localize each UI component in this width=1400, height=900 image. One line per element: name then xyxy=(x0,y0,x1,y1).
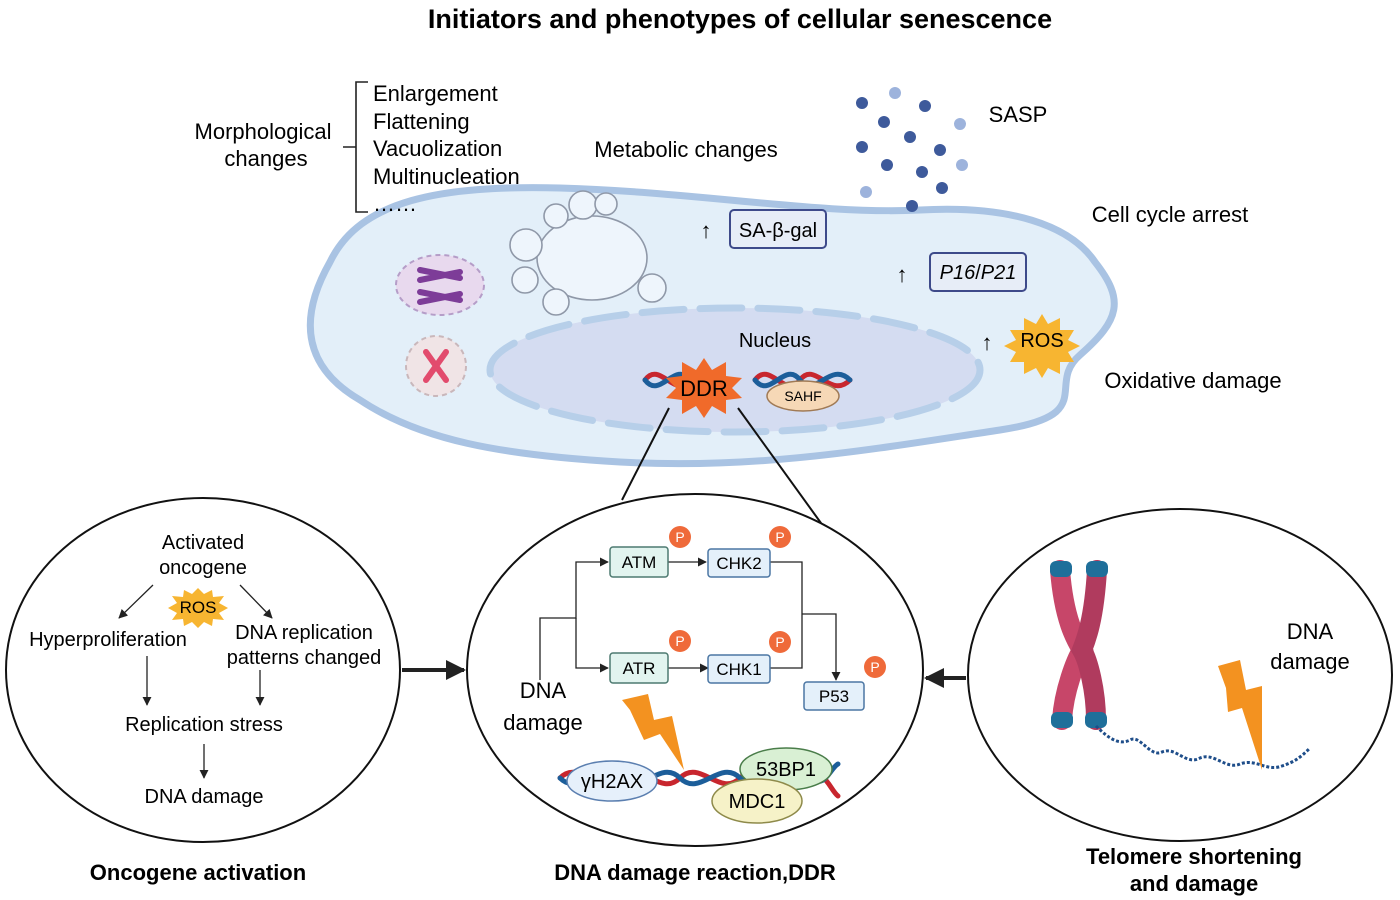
atm-label: ATM xyxy=(622,553,657,572)
chk1-phospho-label: P xyxy=(775,634,784,650)
gh2ax-badge xyxy=(566,760,658,802)
atr-phospho-label: P xyxy=(675,633,684,649)
morphology-bracket xyxy=(343,81,368,213)
p21-label: P21 xyxy=(981,262,1017,284)
atm-box xyxy=(609,546,669,578)
oncogene-line2: oncogene xyxy=(159,557,247,579)
oxidative-damage-label: Oxidative damage xyxy=(1104,368,1281,393)
telomere-dna-strand-icon xyxy=(1094,724,1312,769)
up-arrow-p16-p21: ↑ xyxy=(897,262,908,287)
lightning-icon xyxy=(622,694,684,770)
chk1-box xyxy=(707,654,771,684)
path-to-atr xyxy=(575,618,609,673)
nuclear-envelope xyxy=(486,304,984,436)
cell-ros-label: ROS xyxy=(1020,330,1063,352)
morphology-heading-line2: changes xyxy=(224,146,307,171)
svg-text:P16/P21: P16/P21 xyxy=(940,262,1017,284)
p53-label: P53 xyxy=(819,687,849,706)
oncogene-caption: Oncogene activation xyxy=(90,860,306,885)
sahf-label: SAHF xyxy=(784,388,821,404)
p16-p21-box xyxy=(929,252,1027,292)
sa-beta-gal-box xyxy=(729,209,827,249)
53bp1-label: 53BP1 xyxy=(756,759,816,781)
atr-box xyxy=(609,652,669,684)
telomere-lightning-icon xyxy=(1218,660,1262,770)
oncogene-panel xyxy=(5,497,401,843)
p53-box xyxy=(803,681,865,711)
hyperproliferation-label: Hyperproliferation xyxy=(29,629,187,651)
ddr-dna-line1: DNA xyxy=(520,678,567,703)
ddr-caption: DNA damage reaction,DDR xyxy=(554,860,836,885)
chromosome-icon xyxy=(405,335,467,397)
ddr-dna-line2: damage xyxy=(503,710,583,735)
morphology-item-ellipsis: …… xyxy=(373,191,417,216)
oncogene-ros-burst-icon xyxy=(168,588,228,628)
morphology-item-vacuolization: Vacuolization xyxy=(373,136,502,161)
zoom-line-left xyxy=(621,407,670,501)
ddr-burst-icon xyxy=(666,358,742,418)
metabolic-label: Metabolic changes xyxy=(594,137,777,162)
telomere-panel xyxy=(967,508,1393,842)
sasp-particles xyxy=(856,87,968,212)
ddr-label: DDR xyxy=(680,376,728,401)
vacuole-cluster xyxy=(509,190,667,316)
chk1-label: CHK1 xyxy=(716,660,761,679)
morphology-item-enlargement: Enlargement xyxy=(373,81,498,106)
burst-icon xyxy=(1004,314,1080,378)
morphology-heading-line1: Morphological xyxy=(195,119,332,144)
oncogene-dna-damage-label: DNA damage xyxy=(145,786,264,808)
atr-label: ATR xyxy=(623,659,656,678)
p53-phospho-label: P xyxy=(870,659,879,675)
page-title: Initiators and phenotypes of cellular se… xyxy=(428,4,1052,34)
telomere-caption-line1: Telomere shortening xyxy=(1086,844,1302,869)
chromosome-pair-icon xyxy=(395,254,485,316)
sasp-label: SASP xyxy=(989,102,1048,127)
path-to-p53 xyxy=(770,561,836,680)
atm-phospho-label: P xyxy=(675,529,684,545)
morphology-item-multinucleation: Multinucleation xyxy=(373,164,520,189)
telomere-caption-line2: and damage xyxy=(1130,871,1258,896)
chk2-box xyxy=(707,548,771,578)
telomere-dna-line2: damage xyxy=(1270,649,1350,674)
oncogene-ros-label: ROS xyxy=(180,598,217,617)
chromosome-telomere-icon xyxy=(1050,560,1108,730)
sahf-badge xyxy=(766,380,840,412)
chk2-phospho-label: P xyxy=(775,529,784,545)
replication-stress-label: Replication stress xyxy=(125,714,283,736)
mdc1-label: MDC1 xyxy=(729,791,786,813)
dna-replication-line1: DNA replication xyxy=(235,622,373,644)
nucleus-label: Nucleus xyxy=(739,330,811,352)
zoom-line-right xyxy=(737,407,827,531)
telomere-dna-line1: DNA xyxy=(1287,619,1334,644)
up-arrow-sa-beta-gal: ↑ xyxy=(701,218,712,243)
dna-replication-line2: patterns changed xyxy=(227,647,382,669)
nucleus xyxy=(490,308,980,432)
p16-label: P16 xyxy=(940,262,976,284)
morphology-item-flattening: Flattening xyxy=(373,109,470,134)
gh2ax-label: γH2AX xyxy=(581,771,643,793)
chk2-label: CHK2 xyxy=(716,554,761,573)
arrow-to-dna-rep xyxy=(239,584,273,619)
arrow-to-hyper xyxy=(118,584,154,619)
sa-beta-gal-label: SA-β-gal xyxy=(739,220,817,242)
mdc1-badge xyxy=(711,778,803,824)
ddr-panel xyxy=(466,493,924,847)
p16-p21-slash: / xyxy=(975,262,981,284)
oncogene-line1: Activated xyxy=(162,532,244,554)
up-arrow-ros: ↑ xyxy=(982,330,993,355)
cell-cycle-arrest-label: Cell cycle arrest xyxy=(1092,202,1248,227)
phosphate-icon xyxy=(669,526,886,678)
